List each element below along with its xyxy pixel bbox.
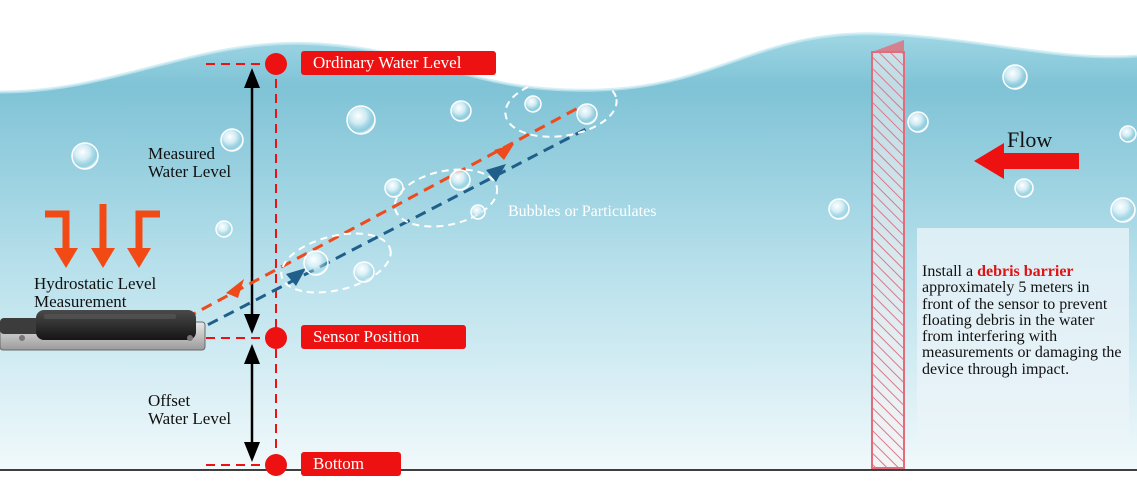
- bubble-icon: [450, 100, 472, 122]
- bubble-icon: [1110, 197, 1136, 223]
- flow-label: Flow: [1007, 127, 1053, 152]
- orange-beam-arrowhead-up: [494, 144, 514, 160]
- down-arrow-icon: [127, 248, 151, 268]
- bubble-icon: [346, 105, 376, 135]
- down-arrow-icon: [135, 210, 160, 250]
- bubble-icon: [220, 128, 244, 152]
- bubble-icon: [353, 261, 375, 283]
- bubble-icon: [907, 111, 929, 133]
- down-arrow-icon: [54, 248, 78, 268]
- bubble-icon: [303, 250, 329, 276]
- note-text-after: approximately 5 meters in front of the s…: [922, 279, 1122, 378]
- flow-arrow-icon: [974, 143, 1079, 179]
- orange-beam-arrowhead-down: [226, 279, 244, 298]
- sensor-position-label: Sensor Position: [301, 325, 466, 349]
- water-surface-highlight: [0, 32, 1137, 94]
- bubble-cluster-outline-2: [393, 168, 499, 228]
- orange-beam: [185, 106, 579, 320]
- down-arrow-icon: [91, 248, 115, 268]
- bubble-icon: [215, 220, 233, 238]
- note-highlight: debris barrier: [977, 263, 1074, 280]
- bubble-icon: [576, 103, 598, 125]
- measured-water-level-text: Measured Water Level: [148, 144, 232, 181]
- bubbles: [71, 64, 1137, 283]
- offset-water-level-text: Offset Water Level: [148, 391, 232, 428]
- offset-level-arrow: [244, 344, 260, 462]
- down-arrow-icons: [45, 204, 160, 268]
- bubble-icon: [71, 142, 99, 170]
- bubble-icon: [1119, 125, 1137, 143]
- bubble-icon: [828, 198, 850, 220]
- bubbles-text: Bubbles or Particulates: [508, 203, 657, 220]
- bubble-icon: [524, 95, 542, 113]
- blue-beam-arrowhead-mid: [286, 268, 306, 286]
- bubble-icon: [384, 178, 404, 198]
- debris-barrier-icon: [871, 40, 905, 469]
- bottom-label: Bottom: [301, 452, 401, 476]
- bubble-icon: [1002, 64, 1028, 90]
- ordinary-water-level-label: Ordinary Water Level: [301, 51, 496, 75]
- level-markers: [206, 53, 287, 476]
- water-body: [0, 33, 1137, 470]
- note-text-before: Install a: [922, 263, 978, 280]
- debris-barrier-note: Install a debris barrier approximately 5…: [917, 228, 1129, 442]
- bubble-cluster-outline-3: [280, 232, 392, 294]
- blue-beam: [191, 125, 591, 335]
- bottom-level-dot: [265, 454, 287, 476]
- blue-beam-arrowhead-up: [486, 164, 506, 182]
- sensor-level-dot: [265, 327, 287, 349]
- bubble-cluster-outline-1: [504, 76, 618, 138]
- ordinary-level-dot: [265, 53, 287, 75]
- sensor-device-icon: [0, 310, 206, 351]
- bubble-icon: [470, 204, 486, 220]
- bubble-icon: [449, 169, 471, 191]
- down-arrow-icon: [45, 210, 70, 250]
- bubble-icon: [1014, 178, 1034, 198]
- hydrostatic-measurement-text: Hydrostatic Level Measurement: [34, 274, 157, 311]
